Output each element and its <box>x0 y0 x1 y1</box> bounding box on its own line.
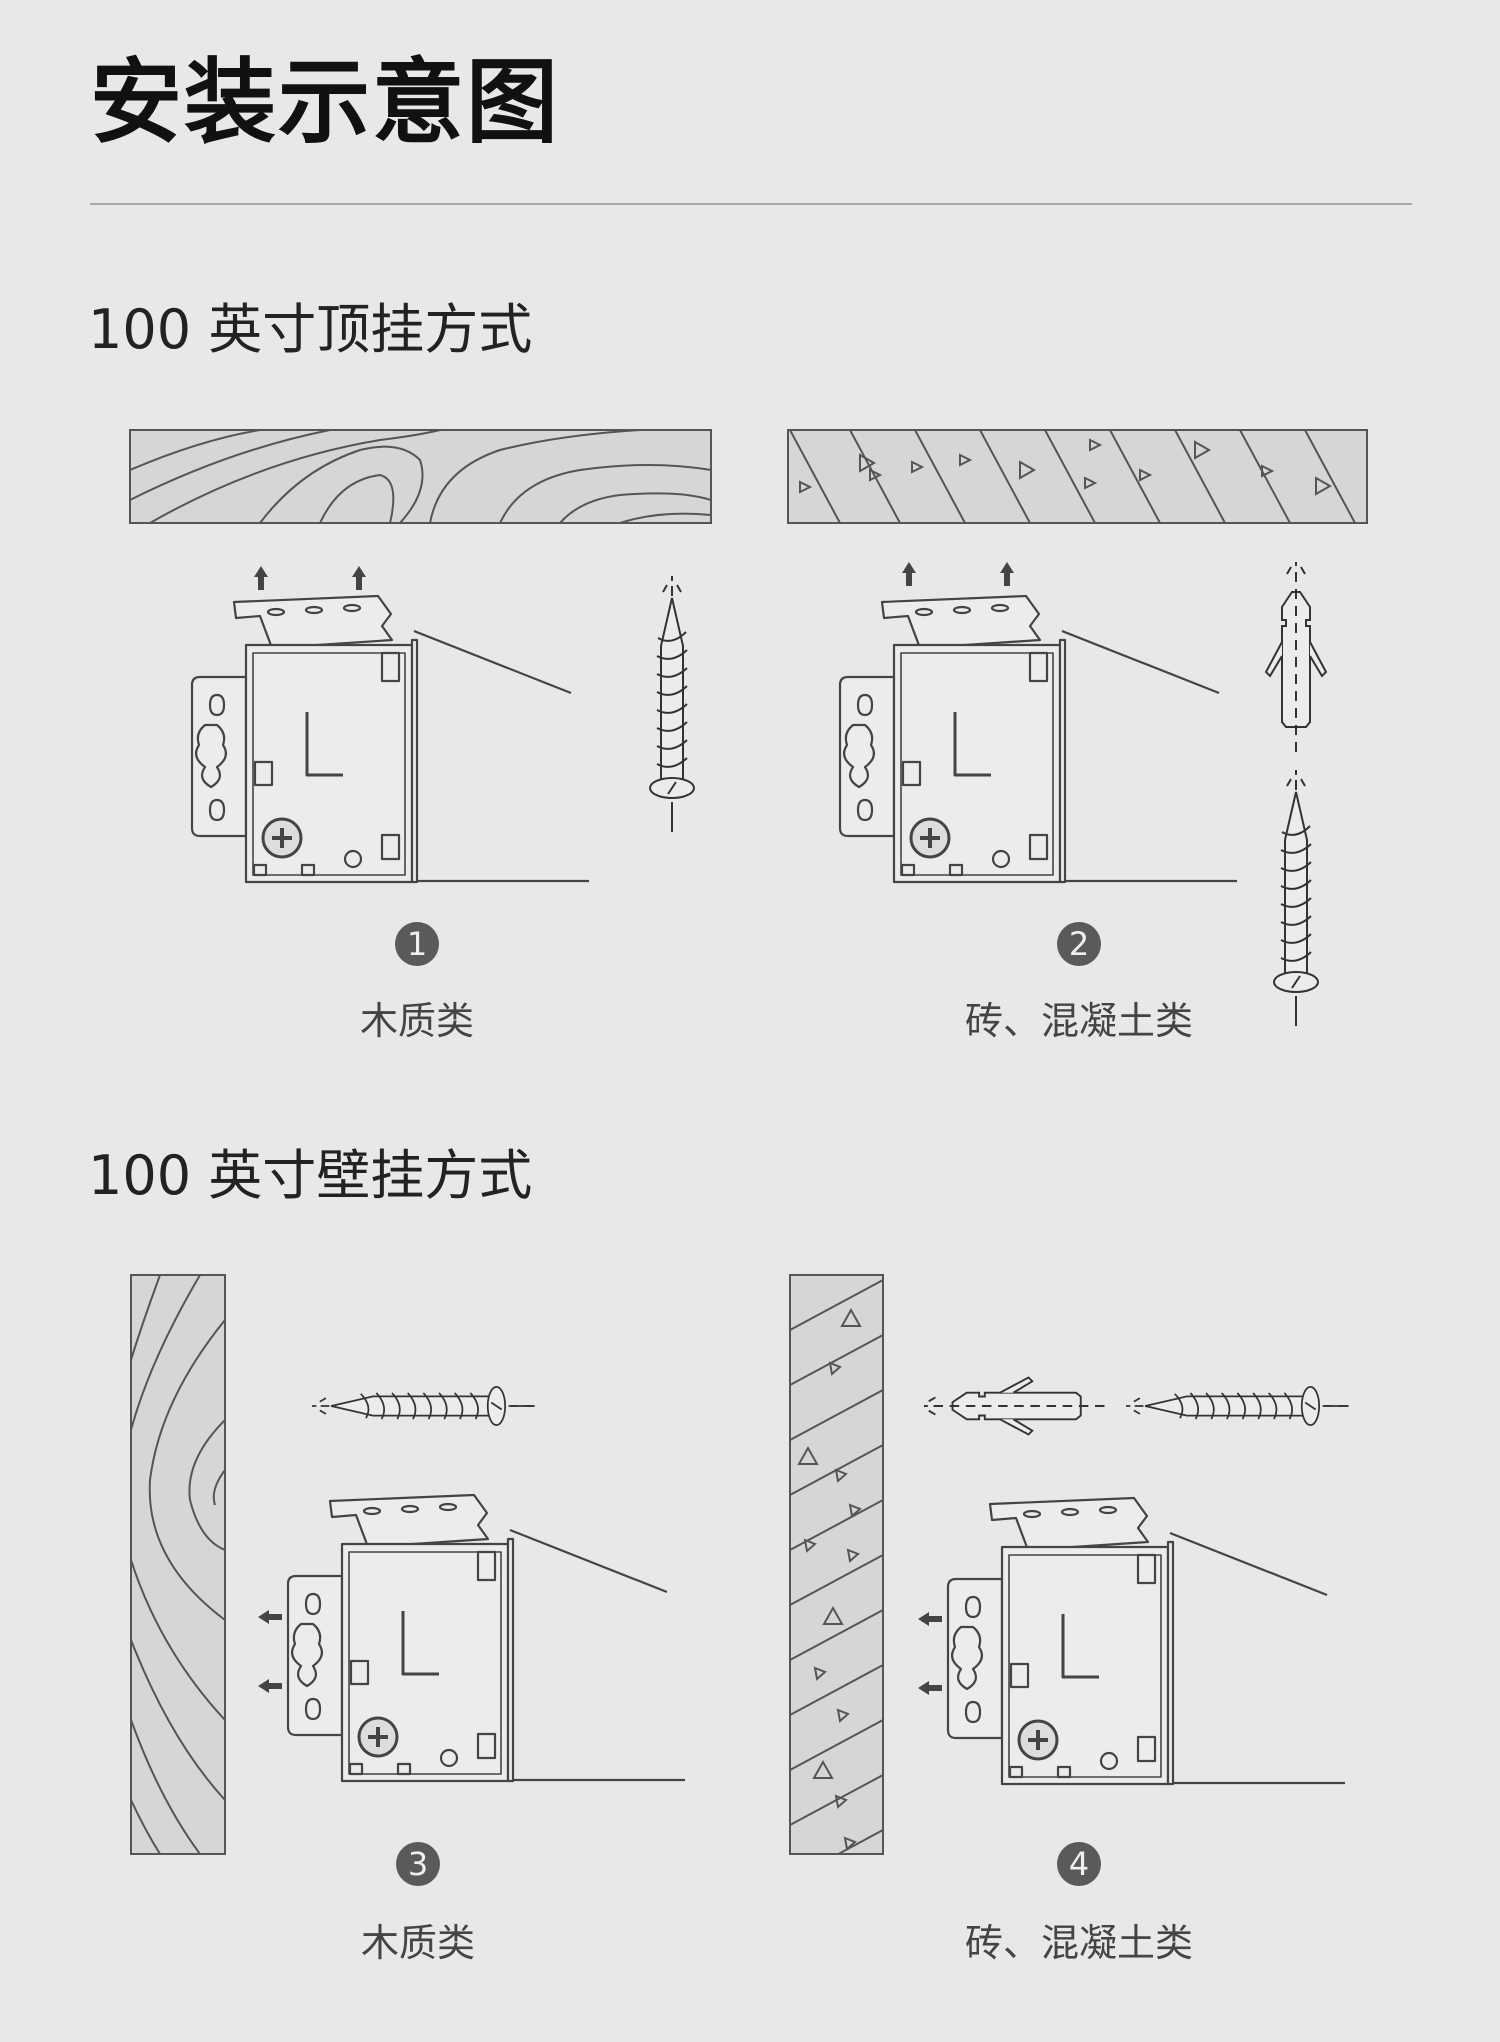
arrow-left-icon <box>918 1612 942 1626</box>
wood-screw-icon <box>1273 769 1319 1027</box>
step-badge-1: 1 <box>395 922 439 966</box>
wood-screw-icon <box>649 575 695 833</box>
step-badge-3: 3 <box>396 1842 440 1886</box>
step-label-4: 砖、混凝土类 <box>964 1921 1193 1965</box>
concrete-ceiling-plank <box>787 429 1368 524</box>
wall-anchor-icon <box>1265 561 1327 758</box>
section-heading-wall: 100 英寸壁挂方式 <box>88 1144 533 1207</box>
arrow-left-icon <box>918 1681 942 1695</box>
arrow-left-icon <box>258 1610 282 1624</box>
wood-ceiling-plank <box>129 429 712 524</box>
step-badge-2: 2 <box>1057 922 1101 966</box>
wood-screw-icon <box>1125 1385 1350 1427</box>
arrow-left-icon <box>258 1679 282 1693</box>
step-badge-4: 4 <box>1057 1842 1101 1886</box>
page-title: 安装示意图 <box>90 49 561 156</box>
bracket-icon <box>838 562 1239 884</box>
wood-wall-plank <box>130 1274 226 1855</box>
wood-screw-icon <box>311 1385 536 1427</box>
bracket-icon <box>190 566 591 884</box>
step-label-2: 砖、混凝土类 <box>964 999 1193 1043</box>
step-label-1: 木质类 <box>359 999 474 1043</box>
step-label-3: 木质类 <box>360 1921 475 1965</box>
concrete-wall-plank <box>789 1274 884 1855</box>
bracket-icon <box>946 1496 1347 1786</box>
wall-anchor-icon <box>923 1376 1111 1436</box>
section-heading-ceiling: 100 英寸顶挂方式 <box>88 298 533 361</box>
title-divider <box>90 203 1412 205</box>
bracket-icon <box>286 1493 687 1783</box>
